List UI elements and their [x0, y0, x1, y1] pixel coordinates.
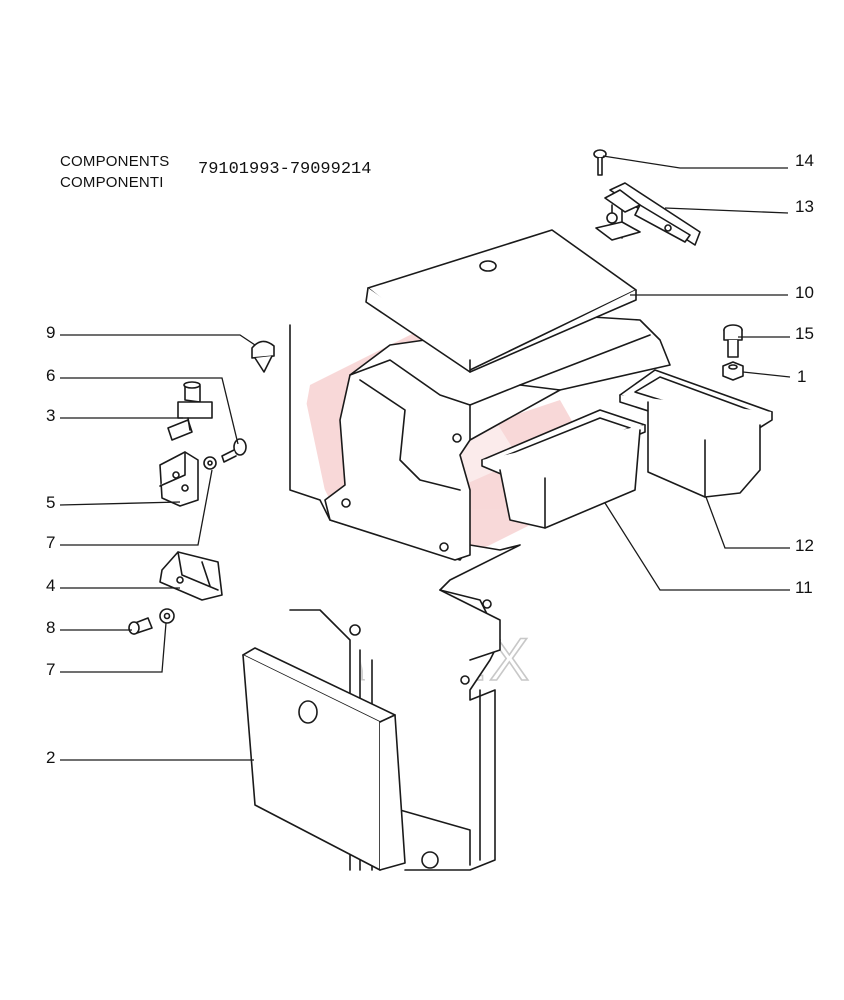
callout-6: 6 — [46, 366, 55, 385]
screw-part-14 — [593, 149, 607, 176]
knob-part-9 — [251, 340, 275, 373]
callout-11: 11 — [795, 578, 813, 597]
callout-7-lower: 7 — [46, 660, 55, 679]
screw-part-8 — [128, 617, 153, 635]
callout-labels: 14 13 10 15 1 12 11 9 6 3 5 7 4 8 7 2 — [46, 151, 814, 767]
nut-part-1 — [722, 361, 744, 381]
callout-2: 2 — [46, 748, 55, 767]
tray-part-11 — [481, 409, 646, 529]
lid-part-10 — [365, 229, 637, 373]
callout-8: 8 — [46, 618, 55, 637]
header-components-en: COMPONENTS — [60, 153, 170, 170]
callout-5: 5 — [46, 493, 55, 512]
leader-lines — [59, 155, 791, 761]
washer-part-7-lower — [159, 608, 175, 624]
door-part-2 — [242, 647, 406, 871]
screw-part-6 — [221, 438, 247, 463]
lock-part-3 — [167, 381, 213, 441]
part-number-range: 79101993-79099214 — [198, 160, 372, 179]
callout-13: 13 — [795, 197, 814, 216]
callout-9: 9 — [46, 323, 55, 342]
bolt-part-15 — [723, 324, 743, 358]
washer-part-7-upper — [203, 456, 217, 470]
callout-3: 3 — [46, 406, 55, 425]
header-components-it: COMPONENTI — [60, 174, 164, 191]
bracket-part-5 — [159, 451, 199, 507]
callout-4: 4 — [46, 576, 55, 595]
callout-14: 14 — [795, 151, 814, 170]
callout-7-upper: 7 — [46, 533, 55, 552]
hinge-part-4 — [159, 551, 223, 601]
hinge-part-13 — [595, 182, 701, 246]
callout-10: 10 — [795, 283, 814, 302]
callout-12: 12 — [795, 536, 814, 555]
callout-15: 15 — [795, 324, 814, 343]
tray-part-12 — [619, 369, 773, 498]
callout-1: 1 — [797, 367, 806, 386]
